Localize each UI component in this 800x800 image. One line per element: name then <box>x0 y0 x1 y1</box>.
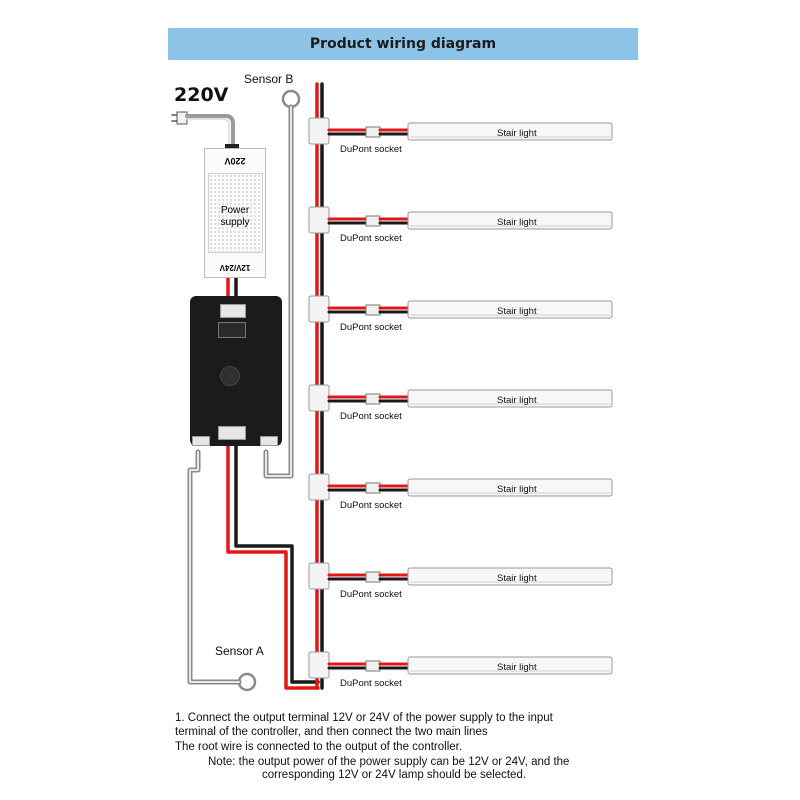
controller-output-black-wire <box>234 444 320 684</box>
title-banner: Product wiring diagram <box>168 28 638 60</box>
dupont-socket <box>365 482 381 494</box>
power-supply: 220V Power supply 12V/24V <box>204 148 266 278</box>
stair-light-label: Stair light <box>497 484 537 495</box>
controller-knob <box>220 366 240 386</box>
power-supply-name-line1: Power <box>220 205 250 216</box>
stair-light-label: Stair light <box>497 662 537 673</box>
dupont-socket <box>365 571 381 583</box>
controller <box>190 296 282 446</box>
wire-splitter <box>308 562 330 590</box>
stair-light-strip <box>407 122 613 141</box>
wire-splitter <box>308 384 330 412</box>
stair-light-strip <box>407 389 613 408</box>
controller-input-terminal-label-box <box>218 322 246 338</box>
dupont-socket-label: DuPont socket <box>340 322 402 333</box>
stair-light-strip <box>407 300 613 319</box>
controller-output-terminal <box>218 426 246 440</box>
dupont-socket-label: DuPont socket <box>340 589 402 600</box>
diagram-title: Product wiring diagram <box>309 36 497 52</box>
controller-output-red-wire <box>226 444 320 690</box>
stair-light-label: Stair light <box>497 128 537 139</box>
dupont-socket-label: DuPont socket <box>340 500 402 511</box>
note-line-4: Note: the output power of the power supp… <box>208 756 570 768</box>
note-line-2: terminal of the controller, and then con… <box>175 726 488 738</box>
stair-light-strip <box>407 211 613 230</box>
wire-splitter <box>308 206 330 234</box>
controller-input-terminal <box>220 304 246 318</box>
stair-light-label: Stair light <box>497 573 537 584</box>
sensor-a-label: Sensor A <box>215 644 264 658</box>
mains-cable-outer <box>185 114 235 152</box>
stair-light-label: Stair light <box>497 306 537 317</box>
power-supply-name: Power supply <box>205 205 265 229</box>
power-supply-name-line2: supply <box>220 217 250 228</box>
dupont-socket-label: DuPont socket <box>340 144 402 155</box>
stair-light-strip <box>407 478 613 497</box>
note-line-1: 1. Connect the output terminal 12V or 24… <box>175 712 553 724</box>
wire-splitter <box>308 295 330 323</box>
note-line-5: corresponding 12V or 24V lamp should be … <box>262 769 527 781</box>
controller-sensor-terminal-right <box>260 436 278 446</box>
power-supply-vent <box>208 173 263 253</box>
dupont-socket <box>365 393 381 405</box>
plug-prongs <box>171 114 178 122</box>
dupont-socket <box>365 304 381 316</box>
mains-cable-connector <box>225 144 239 150</box>
sensor-b-cable-core <box>265 106 292 477</box>
note-line-3: The root wire is connected to the output… <box>175 741 463 753</box>
stair-light-label: Stair light <box>497 217 537 228</box>
sensor-a-cable-core <box>189 451 240 683</box>
wire-splitter <box>308 651 330 679</box>
dupont-socket-label: DuPont socket <box>340 233 402 244</box>
power-supply-output-label: 12V/24V <box>219 263 251 272</box>
dupont-socket <box>365 126 381 138</box>
stair-light-strip <box>407 567 613 586</box>
mains-cable-inner <box>186 118 230 151</box>
dupont-socket <box>365 660 381 672</box>
power-supply-input-label: 220V <box>224 156 246 166</box>
wire-splitter <box>308 117 330 145</box>
input-voltage-label: 220V <box>174 84 229 106</box>
controller-sensor-terminal-left <box>192 436 210 446</box>
wire-splitter <box>308 473 330 501</box>
dupont-socket-label: DuPont socket <box>340 678 402 689</box>
dupont-socket-label: DuPont socket <box>340 411 402 422</box>
stair-light-label: Stair light <box>497 395 537 406</box>
dupont-socket <box>365 215 381 227</box>
stair-light-strip <box>407 656 613 675</box>
sensor-b-label: Sensor B <box>244 72 294 86</box>
plug-body <box>176 111 188 125</box>
